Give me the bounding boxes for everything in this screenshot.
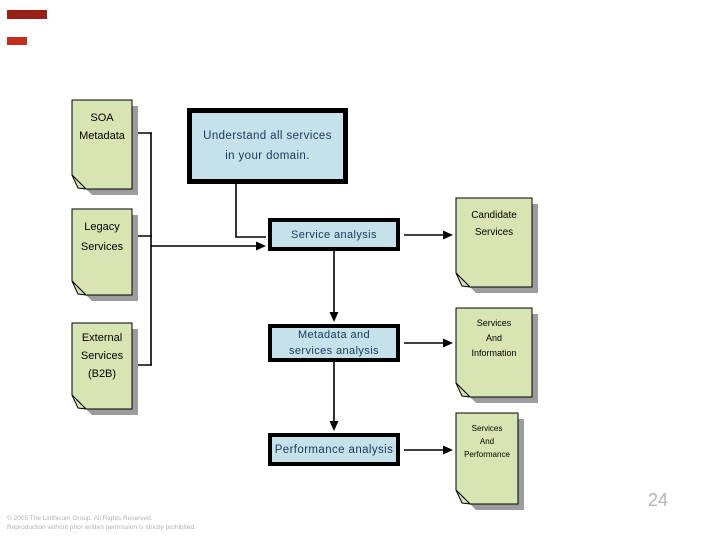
label-line: And <box>485 333 502 343</box>
label-line: SOA <box>90 112 114 124</box>
arrowhead-metadata-to-information <box>443 338 453 348</box>
process-label-line: services analysis <box>289 345 379 357</box>
label-line: External <box>81 332 123 344</box>
document-label: Candidate Services <box>455 197 533 241</box>
document-fold <box>455 489 472 505</box>
document-label: Services And Information <box>455 307 533 361</box>
document-shape <box>455 197 538 293</box>
document-fold <box>455 382 472 398</box>
process-label-line: Service analysis <box>291 228 377 241</box>
document-label: External Services (B2B) <box>71 322 133 383</box>
arrowhead-performance-to-performance-doc <box>443 445 453 455</box>
process-box-service-analysis: Service analysis <box>268 218 400 251</box>
label-line: (B2B) <box>87 368 117 380</box>
arrowhead-metadata-to-performance <box>329 421 339 431</box>
label-line: Metadata <box>79 130 125 142</box>
process-box-performance-analysis: Performance analysis <box>268 433 400 466</box>
label-line: And <box>479 437 495 446</box>
document-shape <box>71 99 138 195</box>
label-line: Services <box>80 350 124 362</box>
document-body <box>71 99 133 190</box>
label-line: Performance <box>464 450 510 459</box>
page-number: 24 <box>648 490 669 510</box>
label-line: Services <box>474 227 514 238</box>
document-label: Legacy Services <box>71 208 133 257</box>
label-line: Candidate <box>471 210 517 221</box>
process-label-line: Metadata and <box>297 329 371 341</box>
document-fold <box>71 280 88 296</box>
label-line: Services <box>471 424 503 433</box>
document-label: SOA Metadata <box>71 99 133 145</box>
process-label-line: in your domain. <box>225 150 310 162</box>
arrowhead-service-to-metadata <box>329 312 339 322</box>
copyright-line-2: Reproduction without prior written permi… <box>7 524 196 531</box>
document-body <box>455 197 533 288</box>
process-box-metadata-analysis: Metadata and services analysis <box>268 324 400 362</box>
document-body <box>71 322 133 410</box>
document-label: Services And Performance <box>455 412 519 461</box>
arrowhead-rail-to-service-analysis <box>256 241 266 251</box>
label-line: Services <box>80 241 124 253</box>
red-accent-bar-2 <box>7 37 27 45</box>
process-label-line: Understand all services <box>203 130 332 142</box>
document-body <box>71 208 133 296</box>
process-label-line: Performance analysis <box>274 443 394 456</box>
copyright-notice: © 2005 The Linthicum Group. All Rights R… <box>7 514 196 532</box>
document-shape <box>71 208 138 301</box>
connector-understand-to-service-analysis <box>235 184 266 238</box>
document-fold <box>71 394 88 410</box>
label-line: Information <box>471 348 517 358</box>
red-accent-bar-1 <box>7 10 47 19</box>
document-body <box>455 412 519 505</box>
arrowhead-service-to-candidate <box>443 230 453 240</box>
copyright-line-1: © 2005 The Linthicum Group. All Rights R… <box>7 515 153 522</box>
document-fold <box>455 272 472 288</box>
label-line: Legacy <box>84 221 120 233</box>
document-body <box>455 307 533 398</box>
label-line: Services <box>476 318 512 328</box>
document-fold <box>71 174 88 190</box>
process-box-understand: Understand all services in your domain. <box>187 108 348 184</box>
document-shape <box>71 322 138 415</box>
document-shape <box>455 307 538 403</box>
document-shape <box>455 412 524 510</box>
